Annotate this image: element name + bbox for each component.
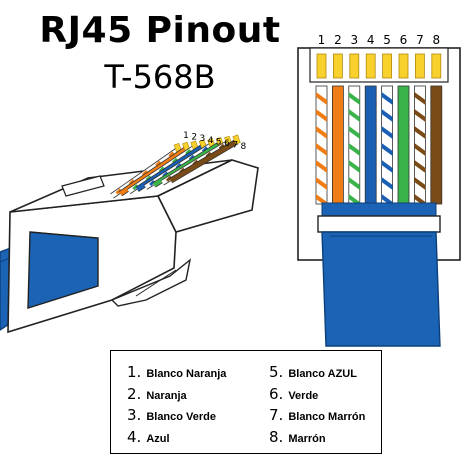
legend-number: 7. (269, 406, 284, 424)
legend-item-3: 3. Blanco Verde (127, 406, 216, 424)
pin-8-contact (431, 53, 442, 79)
legend-number: 2. (127, 385, 142, 403)
front-pin-number: 5 (383, 33, 391, 47)
side-plug-front (156, 159, 259, 233)
pin-5-contact (382, 53, 393, 79)
legend-label: Blanco Marrón (288, 411, 366, 423)
pin-3-wire (348, 85, 361, 207)
pin-8-wire (430, 85, 443, 205)
legend-number: 5. (269, 363, 284, 381)
front-jacket-top (321, 202, 437, 218)
legend-item-4: 4. Azul (127, 428, 170, 446)
diagram-subtitle: T-568B (104, 58, 216, 96)
legend-number: 6. (269, 385, 284, 403)
legend-number: 4. (127, 428, 142, 446)
pin-7-contact (414, 53, 425, 79)
diagram-title: RJ45 Pinout (39, 10, 281, 51)
legend-number: 3. (127, 406, 142, 424)
legend-label: Blanco Verde (146, 411, 217, 423)
front-pin-number: 8 (432, 33, 440, 47)
legend-item-7: 7. Blanco Marrón (269, 406, 365, 424)
pin-4-wire (364, 85, 377, 205)
side-pin-number: 5 (216, 137, 222, 147)
pin-2-contact (332, 53, 343, 79)
side-pin-number: 4 (208, 136, 214, 146)
side-pin-8-wire (169, 134, 241, 184)
legend-box: 1. Blanco Naranja 2. Naranja 3. Blanco V… (110, 350, 382, 454)
side-pin-8-contact (232, 134, 241, 145)
front-contact-header (309, 47, 449, 83)
legend-label: Blanco AZUL (288, 368, 357, 380)
side-latch (110, 258, 192, 307)
front-pin-number: 2 (334, 33, 342, 47)
pin-1-contact (316, 53, 327, 79)
legend-number: 8. (269, 428, 284, 446)
pin-5-wire (381, 85, 394, 207)
legend-item-8: 8. Marrón (269, 428, 326, 446)
legend-label: Azul (146, 433, 170, 445)
pin-2-wire (331, 85, 344, 205)
front-jacket (321, 231, 441, 347)
legend-label: Marrón (288, 433, 326, 445)
legend-item-6: 6. Verde (269, 385, 318, 403)
legend-item-2: 2. Naranja (127, 385, 187, 403)
pin-4-contact (365, 53, 376, 79)
pin-3-contact (349, 53, 360, 79)
pin-6-contact (398, 53, 409, 79)
front-crimp-bar (317, 215, 441, 233)
front-pin-number: 3 (350, 33, 358, 47)
side-pin-number: 6 (224, 139, 230, 149)
front-pin-number: 7 (416, 33, 424, 47)
front-pin-number: 1 (318, 33, 326, 47)
legend-label: Blanco Naranja (146, 368, 227, 380)
legend-item-1: 1. Blanco Naranja (127, 363, 226, 381)
legend-item-5: 5. Blanco AZUL (269, 363, 357, 381)
pin-6-wire (397, 85, 410, 205)
pin-1-wire (315, 85, 328, 207)
side-pin-number: 8 (241, 142, 247, 152)
side-pin-number: 1 (183, 131, 189, 141)
legend-label: Verde (288, 390, 319, 402)
front-pin-number: 6 (400, 33, 408, 47)
front-pin-number: 4 (367, 33, 375, 47)
legend-label: Naranja (146, 390, 187, 402)
side-pin-number: 2 (191, 133, 197, 143)
pin-7-wire (413, 85, 426, 207)
side-pin-number: 7 (232, 141, 238, 151)
side-pin-number: 3 (200, 134, 206, 144)
legend-number: 1. (127, 363, 142, 381)
